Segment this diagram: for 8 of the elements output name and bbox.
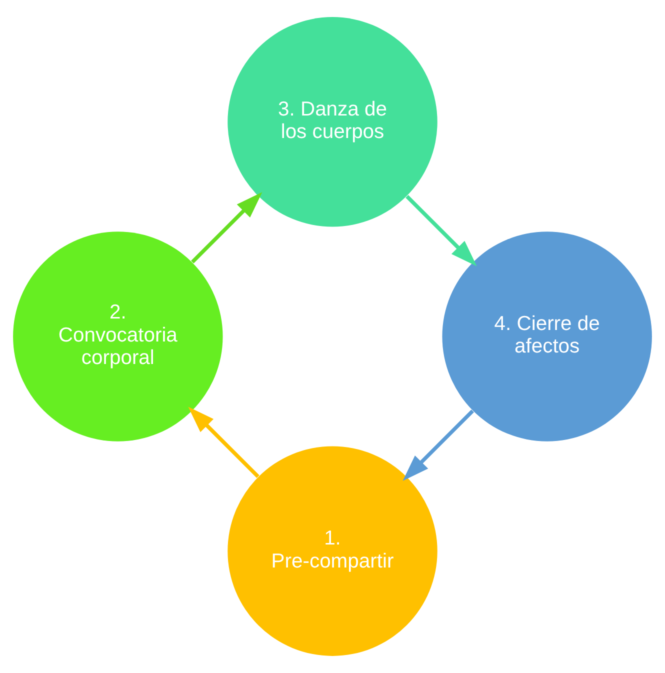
arrow (188, 406, 260, 478)
node-circle: 2. Convocatoria corporal (13, 232, 223, 442)
node-circle: 3. Danza de los cuerpos (228, 17, 438, 227)
node-circle: 1. Pre-compartir (228, 446, 438, 656)
node-circle: 4. Cierre de afectos (442, 232, 652, 442)
arrow (406, 195, 477, 266)
arrow (402, 410, 474, 481)
arrow (191, 192, 262, 264)
